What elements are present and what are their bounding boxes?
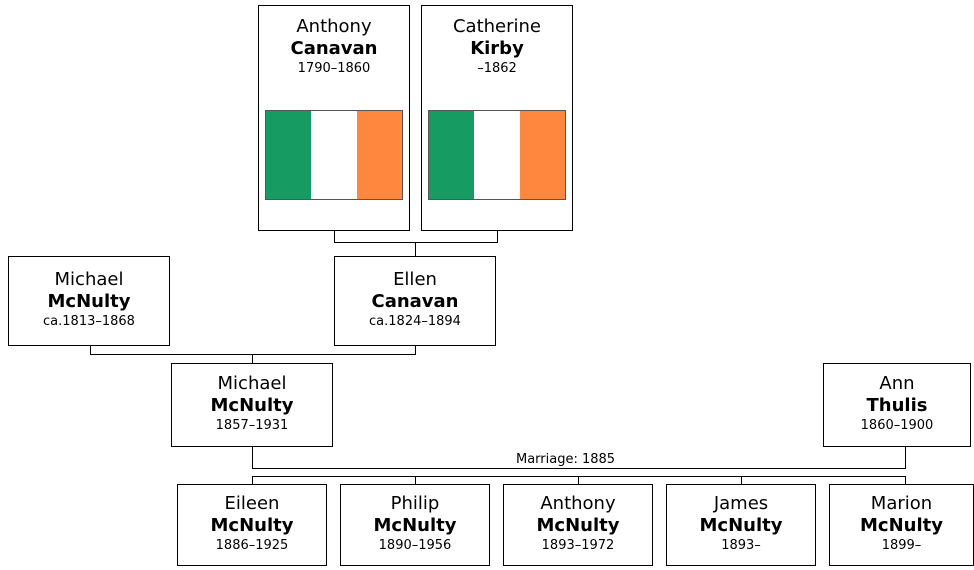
life-dates: 1899– [881,538,922,553]
person-box-michael-mcnulty[interactable]: Michael McNulty 1857–1931 [171,363,333,447]
life-dates: 1790–1860 [297,61,371,76]
surname: McNulty [210,395,294,416]
life-dates: ca.1813–1868 [43,314,135,329]
ireland-flag-icon [428,110,566,200]
given-name: Philip [390,493,440,514]
connector-line [334,242,498,243]
person-box-marion-mcnulty[interactable]: Marion McNulty 1899– [829,484,974,566]
life-dates: ca.1824–1894 [369,314,461,329]
person-box-catherine-kirby[interactable]: Catherine Kirby –1862 [421,5,573,231]
connector-line [252,476,253,484]
connector-line [252,354,253,363]
given-name: Eileen [224,493,280,514]
person-box-eileen-mcnulty[interactable]: Eileen McNulty 1886–1925 [177,484,327,566]
surname: McNulty [210,515,294,536]
connector-line [334,231,335,242]
surname: McNulty [373,515,457,536]
given-name: Catherine [452,16,542,37]
person-box-michael-mcnulty-sr[interactable]: Michael McNulty ca.1813–1868 [8,256,170,346]
connector-line [741,476,742,484]
surname: McNulty [47,291,131,312]
person-box-anthony-canavan[interactable]: Anthony Canavan 1790–1860 [258,5,410,231]
life-dates: 1860–1900 [860,418,934,433]
life-dates: 1886–1925 [215,538,289,553]
surname: McNulty [699,515,783,536]
ireland-flag-icon [265,110,403,200]
connector-line [415,242,416,256]
given-name: Ellen [393,269,437,290]
connector-line [90,354,416,355]
marriage-label: Marriage: 1885 [514,452,618,467]
children-line [252,476,906,477]
surname: Kirby [470,38,524,59]
given-name: Michael [54,269,124,290]
person-box-ellen-canavan[interactable]: Ellen Canavan ca.1824–1894 [334,256,496,346]
life-dates: –1862 [477,61,517,76]
connector-line [415,346,416,354]
surname: McNulty [860,515,943,536]
given-name: Anthony [540,493,616,514]
surname: Canavan [290,38,378,59]
surname: McNulty [536,515,620,536]
connector-line [497,231,498,242]
person-box-philip-mcnulty[interactable]: Philip McNulty 1890–1956 [340,484,490,566]
life-dates: 1890–1956 [378,538,452,553]
life-dates: 1893– [721,538,761,553]
connector-line [905,476,906,484]
life-dates: 1893–1972 [541,538,615,553]
person-box-james-mcnulty[interactable]: James McNulty 1893– [666,484,816,566]
person-box-ann-thulis[interactable]: Ann Thulis 1860–1900 [823,363,971,447]
marriage-line [252,468,906,469]
connector-line [252,447,253,468]
person-box-anthony-mcnulty[interactable]: Anthony McNulty 1893–1972 [503,484,653,566]
given-name: Anthony [296,16,372,37]
connector-line [90,346,91,354]
connector-line [415,476,416,484]
given-name: Marion [870,493,933,514]
given-name: James [713,493,769,514]
surname: Canavan [371,291,459,312]
life-dates: 1857–1931 [215,418,289,433]
given-name: Ann [879,373,915,394]
connector-line [905,447,906,468]
surname: Thulis [866,395,928,416]
given-name: Michael [217,373,287,394]
connector-line [578,476,579,484]
